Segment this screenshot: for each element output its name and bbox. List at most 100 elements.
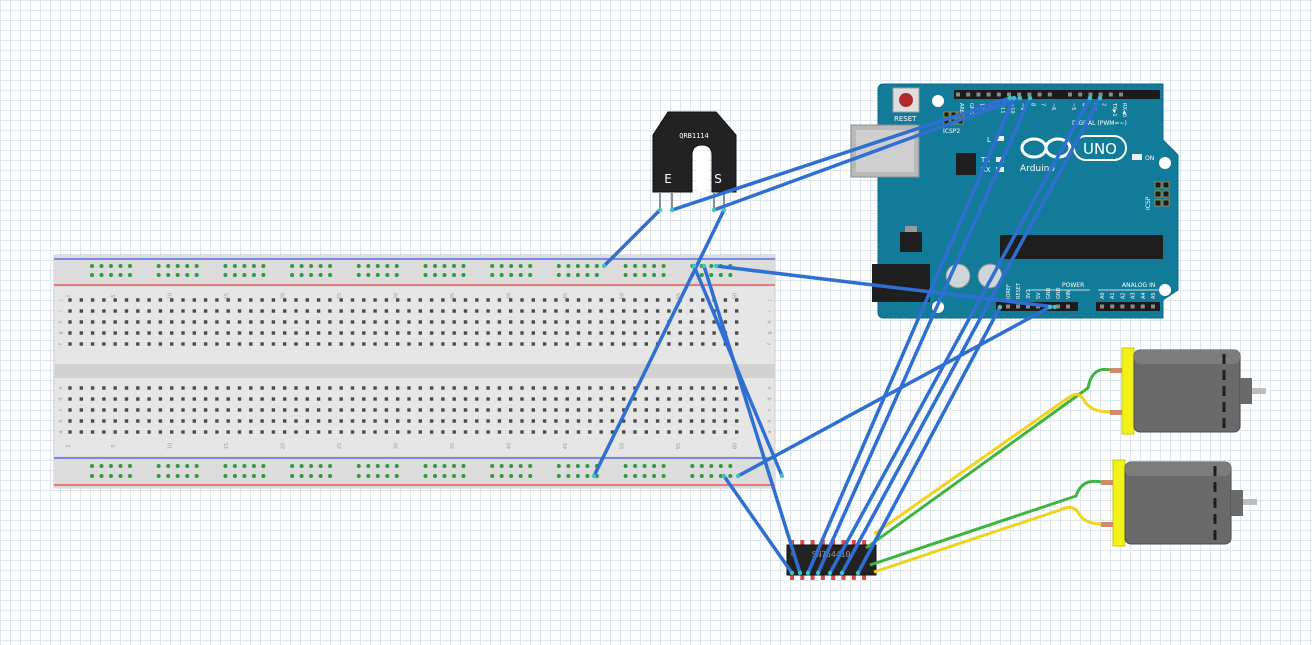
wire-ic-to-pin6[interactable] bbox=[828, 97, 1092, 574]
wire-sensor-e-to-rail[interactable] bbox=[602, 208, 662, 268]
breadboard-hole bbox=[90, 408, 95, 412]
header-pin[interactable] bbox=[996, 92, 1001, 97]
header-pin[interactable] bbox=[1100, 304, 1104, 309]
breadboard-hole bbox=[655, 430, 660, 434]
column-label: 40 bbox=[507, 293, 513, 299]
breadboard-hole bbox=[712, 397, 716, 401]
wire-motor1-yellow[interactable] bbox=[873, 393, 1111, 536]
header-pin[interactable] bbox=[1140, 304, 1145, 309]
header-pin[interactable] bbox=[1027, 92, 1032, 97]
header-pin[interactable] bbox=[1066, 304, 1070, 309]
header-pin[interactable] bbox=[976, 92, 981, 97]
rail-hole bbox=[652, 264, 657, 268]
breadboard-hole bbox=[181, 419, 185, 423]
wire-ic-to-pin5[interactable] bbox=[840, 97, 1102, 574]
breadboard-hole bbox=[622, 408, 626, 412]
rail-hole bbox=[566, 273, 571, 277]
wire-endpoint bbox=[1007, 95, 1013, 101]
icsp-pin bbox=[1162, 199, 1170, 207]
header-pin[interactable] bbox=[1006, 304, 1010, 309]
dc-motor-2[interactable] bbox=[1101, 459, 1257, 547]
rail-hole bbox=[232, 464, 237, 468]
breadboard-hole bbox=[396, 331, 400, 335]
qrb1114-sensor[interactable]: QRB1114 E S bbox=[652, 111, 737, 210]
breadboard-hole bbox=[192, 408, 196, 412]
breadboard-hole bbox=[418, 320, 422, 324]
breadboard-hole bbox=[237, 386, 242, 390]
wire-ic-to-power[interactable] bbox=[856, 306, 1002, 574]
analog-header[interactable] bbox=[1096, 302, 1160, 311]
header-pin[interactable] bbox=[956, 92, 960, 97]
breadboard-hole bbox=[90, 386, 95, 390]
header-pin[interactable] bbox=[1078, 92, 1083, 97]
header-pin[interactable] bbox=[1007, 92, 1011, 97]
icsp-label: ICSP bbox=[1145, 196, 1152, 210]
breadboard-hole bbox=[79, 419, 83, 423]
wire-ic-to-pin9[interactable] bbox=[816, 97, 1032, 574]
ic-pin bbox=[820, 574, 825, 580]
rail-hole bbox=[461, 464, 466, 468]
header-pin[interactable] bbox=[1119, 92, 1123, 97]
rail-hole bbox=[499, 264, 504, 268]
header-pin[interactable] bbox=[1120, 304, 1125, 309]
header-pin[interactable] bbox=[1130, 304, 1135, 309]
breadboard-hole bbox=[328, 342, 332, 346]
rail-hole bbox=[290, 464, 295, 468]
header-pin[interactable] bbox=[1110, 304, 1115, 309]
breadboard-hole bbox=[373, 408, 377, 412]
header-pin[interactable] bbox=[1098, 92, 1103, 97]
breadboard-hole bbox=[441, 419, 445, 423]
header-pin[interactable] bbox=[1037, 92, 1042, 97]
header-pin[interactable] bbox=[1056, 304, 1060, 309]
header-pin[interactable] bbox=[966, 92, 971, 97]
arduino-uno[interactable]: RESET ICSP2 AREFGND1312~11~10~987~6~54~3… bbox=[850, 83, 1179, 319]
breadboard-hole bbox=[723, 419, 728, 423]
breadboard-hole bbox=[260, 419, 264, 423]
breadboard-hole bbox=[509, 419, 513, 423]
wire-sensor-s-to-pin11[interactable] bbox=[713, 96, 1021, 212]
header-pin[interactable] bbox=[1108, 92, 1113, 97]
atmega-chip bbox=[1000, 235, 1163, 259]
wire-motor1-green[interactable] bbox=[865, 367, 1111, 550]
rail-hole bbox=[309, 464, 314, 468]
wire-rail-to-5v[interactable] bbox=[715, 264, 1056, 309]
wire-motor2-yellow[interactable] bbox=[873, 505, 1102, 574]
wire-motor2-green[interactable] bbox=[869, 479, 1102, 567]
wire-bottom-rail-to-ic[interactable] bbox=[722, 474, 794, 575]
header-pin[interactable] bbox=[1047, 92, 1052, 97]
header-pin[interactable] bbox=[1151, 304, 1155, 309]
rail-hole bbox=[261, 273, 266, 277]
header-pin[interactable] bbox=[1016, 304, 1020, 309]
wire-sensor-to-pin12[interactable] bbox=[671, 96, 1011, 212]
header-pin[interactable] bbox=[986, 92, 991, 97]
dc-motor-1[interactable] bbox=[1110, 347, 1266, 435]
header-pin[interactable] bbox=[1026, 304, 1030, 309]
header-pin[interactable] bbox=[1068, 92, 1072, 97]
led-tx-label: TX bbox=[980, 156, 990, 164]
breadboard-hole bbox=[497, 342, 502, 346]
rail-hole bbox=[528, 464, 533, 468]
header-pin[interactable] bbox=[1017, 92, 1022, 97]
breadboard-hole bbox=[576, 408, 581, 412]
wire-rail-to-ic-vcc[interactable] bbox=[702, 265, 802, 574]
breadboard-hole bbox=[158, 298, 163, 302]
breadboard-hole bbox=[192, 309, 196, 313]
rail-hole bbox=[299, 273, 304, 277]
breadboard-hole bbox=[158, 430, 163, 434]
wire-ic-to-pin10[interactable] bbox=[806, 97, 1016, 574]
breadboard-hole bbox=[689, 309, 694, 313]
digital-header[interactable] bbox=[954, 90, 1160, 99]
rail-hole bbox=[261, 264, 266, 268]
breadboard-hole bbox=[452, 342, 456, 346]
top-power-rail bbox=[54, 255, 775, 287]
header-pin[interactable] bbox=[1088, 92, 1093, 97]
column-label: 5 bbox=[111, 294, 117, 297]
breadboard-hole bbox=[622, 298, 626, 302]
reset-button-cap[interactable] bbox=[899, 93, 913, 107]
breadboard-hole bbox=[203, 298, 208, 302]
rail-hole bbox=[118, 273, 123, 277]
breadboard-hole bbox=[599, 408, 603, 412]
wire-bottom-rail-to-gnd[interactable] bbox=[737, 305, 1051, 478]
wire-sensor-to-bottom-rail[interactable] bbox=[592, 209, 726, 477]
